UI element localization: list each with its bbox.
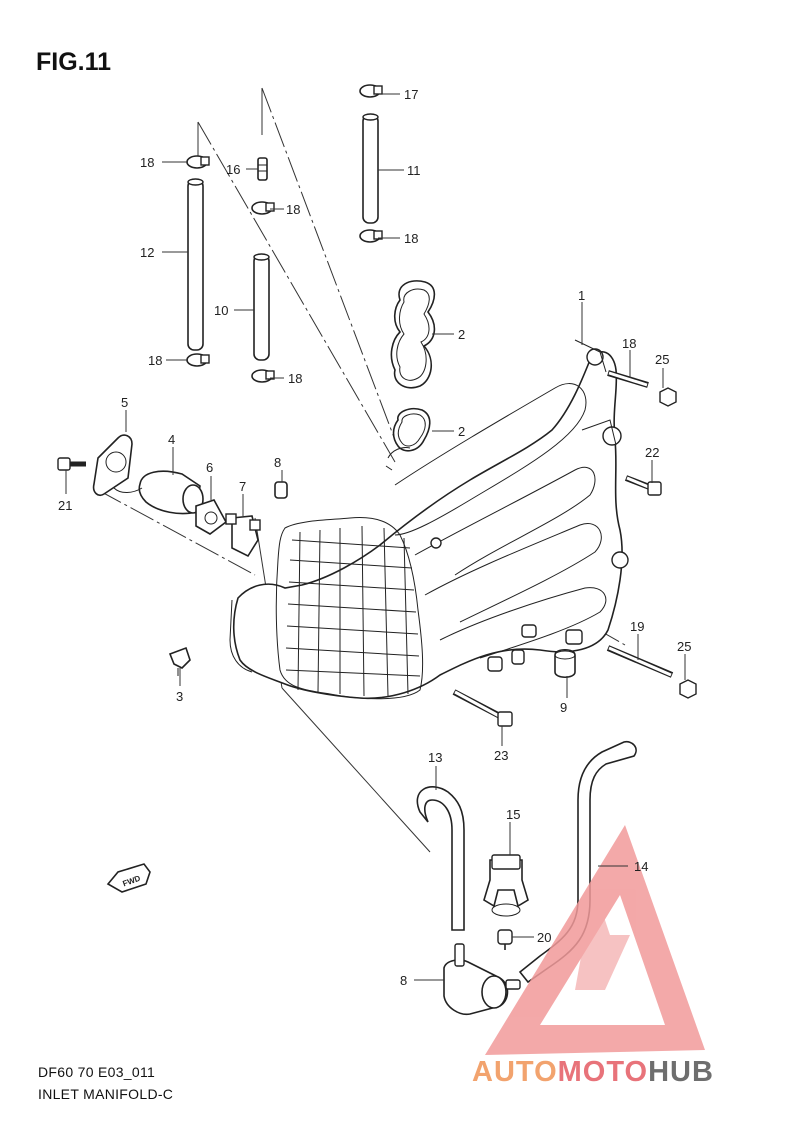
callout-13: 11 (407, 163, 421, 178)
callout-6: 5 (121, 395, 128, 410)
figure-code: DF60 70 E03_011 (38, 1064, 156, 1080)
callout-18: 18 (148, 353, 162, 368)
watermark-auto: AUTO (472, 1056, 558, 1088)
watermark-text: AUTOMOTOHUB (472, 1056, 714, 1089)
callout-1: 1 (578, 288, 585, 303)
hose-15 (416, 786, 465, 931)
sensor-7 (225, 513, 261, 558)
callout-3: 3 (176, 689, 183, 704)
hose-14 (187, 178, 204, 351)
callout-2: 2 (458, 424, 465, 439)
callout-21: 20 (537, 930, 551, 945)
nut-25 (659, 387, 697, 699)
callout-15: 13 (428, 750, 442, 765)
collar-11 (554, 648, 576, 679)
bracket-9 (483, 854, 529, 917)
watermark-hub: HUB (648, 1056, 714, 1088)
gasket-6 (92, 434, 133, 497)
callout-4: 4 (168, 432, 175, 447)
figure-name: INLET MANIFOLD-C (38, 1086, 174, 1102)
callout-24: 23 (494, 748, 508, 763)
callout-8-visible: 8 (400, 973, 407, 988)
callout-23: 22 (645, 445, 659, 460)
callout-7: 7 (239, 479, 246, 494)
figure-title: FIG.11 (36, 48, 112, 76)
watermark-logo (485, 825, 705, 1055)
callout-10: 8 (274, 455, 281, 470)
callout-5: 6 (206, 460, 213, 475)
gasket-lower (385, 407, 431, 471)
bolt-22 (57, 457, 86, 471)
callout-18: 18 (404, 231, 418, 246)
callout-18: 18 (286, 202, 300, 217)
callout-18: 18 (288, 371, 302, 386)
hose-13 (362, 113, 379, 224)
hose-clamp (186, 84, 383, 383)
callout-17: 16 (226, 162, 240, 177)
stud-bolt-19 (607, 370, 649, 388)
callout-20: 19 (630, 619, 644, 634)
callout-11: 9 (560, 700, 567, 715)
callout-14: 12 (140, 245, 154, 260)
callout-19: 18 (622, 336, 636, 351)
callout-leaders (65, 93, 686, 981)
fuel-filter-8 (443, 943, 521, 1016)
guide-lines (97, 87, 626, 853)
hose-12 (253, 253, 270, 361)
gasket-5 (195, 499, 228, 535)
callout-numbers: 17 11 18 18 12 18 16 18 10 18 2 2 1 18 2… (58, 87, 691, 988)
gasket-upper (390, 280, 436, 389)
watermark-moto: MOTO (557, 1056, 649, 1088)
callout-9: 15 (506, 807, 520, 822)
callout-25: 25 (655, 352, 669, 367)
plug-10 (274, 481, 288, 499)
callout-18: 18 (140, 155, 154, 170)
bolt-23 (624, 475, 662, 496)
forward-direction-arrow: FWD (106, 863, 151, 893)
callout-12: 10 (214, 303, 228, 318)
inlet-manifold (229, 339, 629, 700)
bolt-21 (497, 929, 513, 950)
callout-16: 14 (634, 859, 648, 874)
callout-25: 25 (677, 639, 691, 654)
fitting-17 (257, 157, 268, 181)
callout-2: 2 (458, 327, 465, 342)
callout-22: 21 (58, 498, 72, 513)
stud-bolt-20 (606, 645, 674, 678)
bolt-24 (452, 689, 513, 727)
callout-18: 17 (404, 87, 418, 102)
fitting-3 (168, 646, 191, 676)
